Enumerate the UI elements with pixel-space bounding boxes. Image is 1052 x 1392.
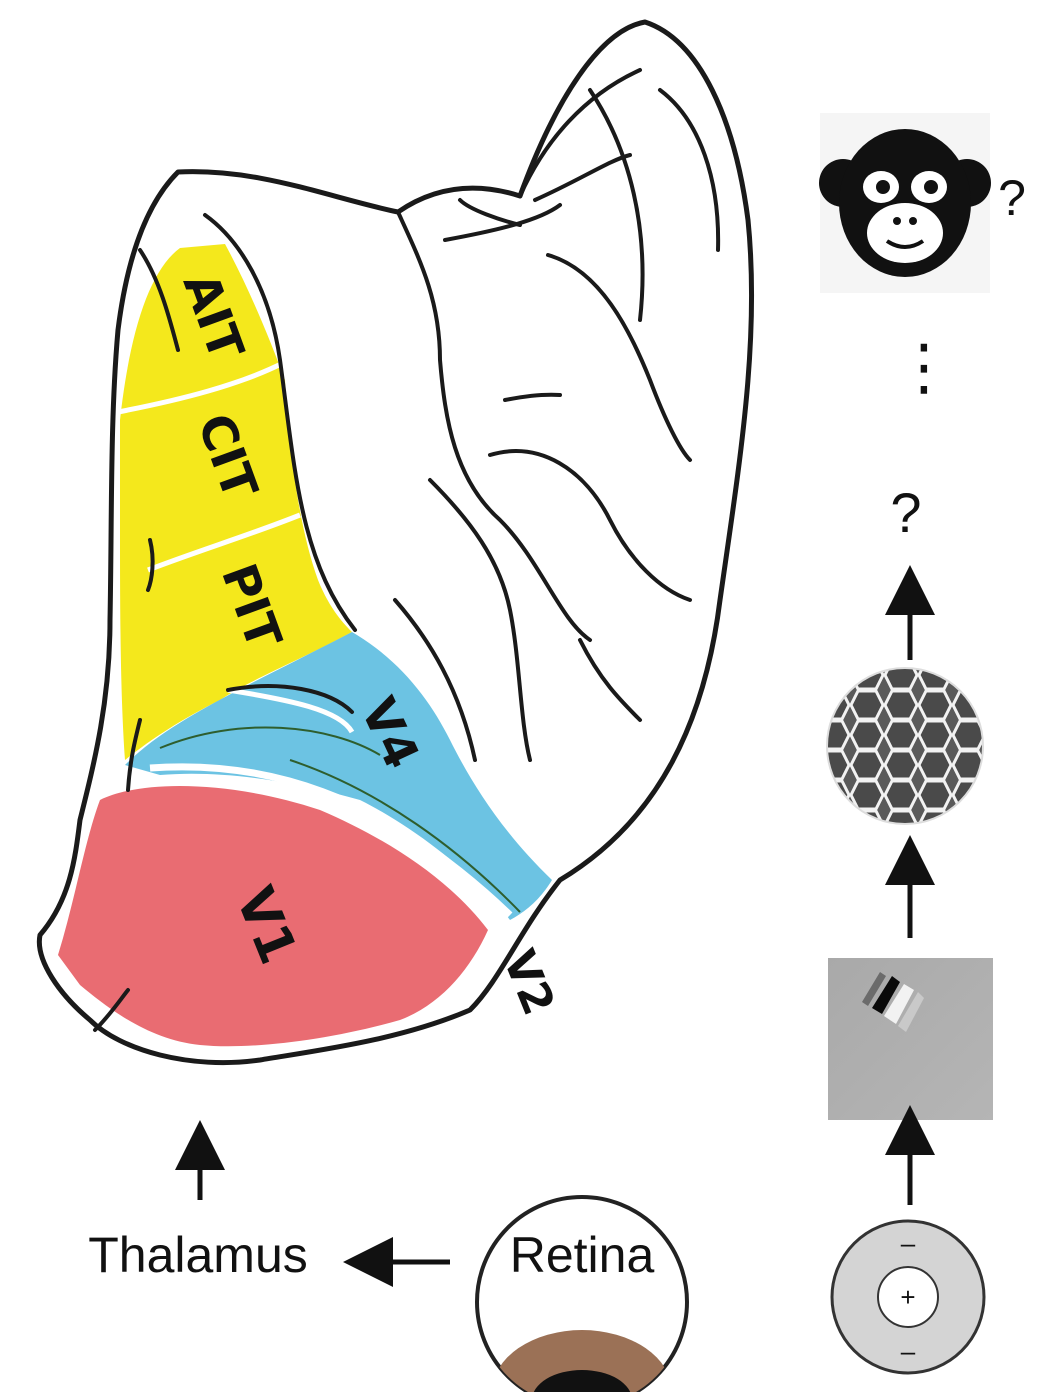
oriented-edge-filter-icon (828, 958, 993, 1120)
mid-question-mark: ? (890, 481, 921, 544)
eye-retina-icon: Retina (477, 1197, 687, 1392)
thalamus-label: Thalamus (88, 1227, 308, 1283)
monkey-question-mark: ? (998, 170, 1026, 226)
ellipsis-dots: ⋮ (893, 333, 955, 402)
monkey-face-icon (819, 113, 991, 293)
center-surround-receptive-field-icon: + – – (832, 1221, 984, 1373)
surround-minus-top: – (901, 1228, 916, 1258)
retina-label: Retina (510, 1227, 655, 1283)
surround-minus-bottom: – (901, 1336, 916, 1366)
cortex-flat-map: AIT CIT PIT V4 V1 V2 (39, 22, 751, 1063)
honeycomb-texture-icon (827, 668, 983, 824)
center-plus-sign: + (900, 1282, 915, 1312)
